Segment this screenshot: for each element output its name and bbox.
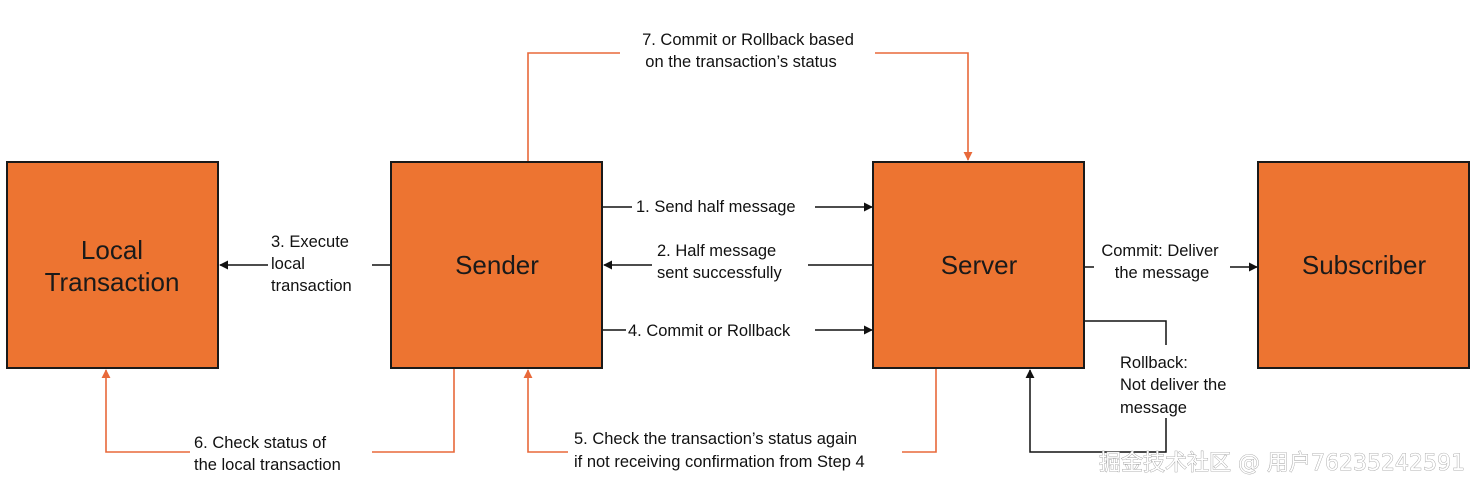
step2-connector: 2. Half message sent successfully — [603, 242, 872, 282]
rollback-label-line3: message — [1120, 399, 1187, 417]
step1-label: 1. Send half message — [636, 198, 796, 216]
watermark-text: 掘金技术社区 @ 用户76235242591 — [1099, 451, 1465, 476]
local-transaction-label-line2: Transaction — [45, 267, 180, 297]
commit-connector: Commit: Deliver the message — [1085, 242, 1258, 282]
step6-arrow — [101, 369, 190, 453]
sender-box: Sender — [390, 161, 603, 369]
commit-label-line2: the message — [1115, 264, 1209, 282]
step7-label-line1: 7. Commit or Rollback based — [642, 31, 854, 49]
step2-label-line1: 2. Half message — [657, 242, 776, 260]
local-transaction-box: Local Transaction — [6, 161, 219, 369]
step6-label-line2: the local transaction — [194, 456, 341, 474]
step6-label-line1: 6. Check status of — [194, 434, 326, 452]
subscriber-label: Subscriber — [1302, 250, 1427, 280]
step5-line-right — [902, 369, 937, 453]
rollback-label-line1: Rollback: — [1120, 354, 1188, 372]
step3-label-line1: 3. Execute — [271, 233, 349, 251]
commit-label-line1: Commit: Deliver — [1101, 242, 1219, 260]
step3-connector: 3. Execute local transaction — [219, 233, 390, 295]
step5-label-line2: if not receiving confirmation from Step … — [574, 453, 865, 471]
step4-connector: 4. Commit or Rollback — [603, 322, 873, 340]
step5-label-line1: 5. Check the transaction’s status again — [574, 430, 857, 448]
step1-connector: 1. Send half message — [603, 198, 873, 216]
step7-connector: 7. Commit or Rollback based on the trans… — [527, 31, 973, 161]
server-box: Server — [872, 161, 1085, 369]
step5-arrow — [523, 369, 568, 453]
step4-label: 4. Commit or Rollback — [628, 322, 791, 340]
subscriber-box: Subscriber — [1257, 161, 1470, 369]
local-transaction-rect — [6, 161, 219, 369]
server-rect — [872, 161, 1085, 369]
rollback-line-top — [1085, 320, 1167, 345]
server-label: Server — [941, 250, 1018, 280]
step3-label-line2: local — [271, 255, 305, 273]
step7-label-line2: on the transaction’s status — [645, 53, 836, 71]
rollback-label-line2: Not deliver the — [1120, 376, 1226, 394]
step7-arrow — [875, 52, 973, 161]
local-transaction-label-line1: Local — [81, 235, 143, 265]
step5-connector: 5. Check the transaction’s status again … — [523, 369, 937, 471]
rollback-connector: Rollback: Not deliver the message — [1025, 320, 1226, 453]
step6-line-right — [372, 369, 455, 453]
rollback-arrow — [1025, 369, 1167, 453]
step2-label-line2: sent successfully — [657, 264, 782, 282]
step6-connector: 6. Check status of the local transaction — [101, 369, 455, 474]
step7-line-left — [527, 52, 620, 161]
sender-rect — [390, 161, 603, 369]
step3-label-line3: transaction — [271, 277, 352, 295]
sender-label: Sender — [455, 250, 539, 280]
subscriber-rect — [1257, 161, 1470, 369]
